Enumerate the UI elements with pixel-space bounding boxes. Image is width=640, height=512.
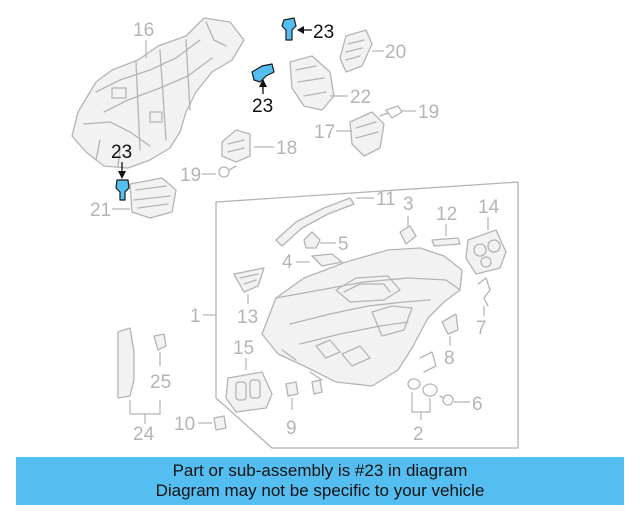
callout-23-middle: 23 (252, 96, 273, 117)
part-12-strip (431, 237, 461, 247)
callout-10: 10 (174, 414, 195, 435)
part-3-bracket (399, 225, 417, 245)
banner-line-1: Part or sub-assembly is #23 in diagram (172, 461, 468, 480)
callout-19-upper: 19 (418, 102, 439, 123)
callout-23-left: 23 (111, 142, 132, 163)
parts-diagram: 16 21 23 23 23 20 22 19 (71, 17, 519, 449)
part-11-trim-strip (275, 197, 355, 247)
part-25-clip (153, 333, 167, 351)
callout-8: 8 (444, 348, 455, 369)
callout-4: 4 (282, 252, 293, 273)
callout-22: 22 (350, 87, 371, 108)
callout-19-lower: 19 (180, 165, 201, 186)
callout-14: 14 (478, 197, 500, 218)
callout-21: 21 (90, 200, 111, 221)
part-16-reinforcement-frame (71, 17, 245, 169)
part-9-clips (285, 379, 323, 397)
callout-1: 1 (190, 306, 201, 327)
part-1-box-outline (215, 181, 519, 449)
part-5-clip (303, 231, 321, 249)
part-21-bracket (129, 177, 177, 219)
part-19-screw-upper (379, 105, 403, 119)
callout-24: 24 (133, 424, 155, 445)
part-15-switch-bezel (225, 371, 273, 413)
callout-20: 20 (385, 42, 406, 63)
callout-16: 16 (133, 20, 154, 41)
info-banner: Part or sub-assembly is #23 in diagram D… (16, 457, 624, 505)
banner-line-2: Diagram may not be specific to your vehi… (155, 481, 485, 500)
callout-9: 9 (286, 418, 297, 439)
callout-7: 7 (476, 318, 487, 339)
callout-3: 3 (403, 194, 414, 215)
callout-13: 13 (237, 307, 258, 328)
callout-2: 2 (413, 424, 424, 445)
callout-15: 15 (233, 338, 254, 359)
part-19-screw-lower (218, 165, 237, 178)
part-17-bracket (349, 111, 385, 157)
part-10-clip (213, 415, 227, 431)
part-14-switch-panel (465, 229, 507, 275)
callout-17: 17 (314, 122, 335, 143)
callout-5: 5 (338, 234, 349, 255)
part-8-bracket (441, 313, 459, 335)
part-20-vent (339, 29, 373, 73)
part-13-corner-trim (233, 267, 265, 293)
part-4-trim (311, 253, 343, 267)
part-6-screw (439, 394, 454, 406)
callout-12: 12 (436, 204, 457, 225)
callout-18: 18 (276, 138, 297, 159)
part-1-instrument-panel (261, 247, 463, 387)
callout-23-top: 23 (313, 22, 334, 43)
callout-11: 11 (376, 189, 396, 210)
callout-6: 6 (472, 394, 483, 415)
part-23-clip-middle (251, 63, 275, 83)
callout-25: 25 (150, 372, 171, 393)
part-18-bracket (221, 129, 251, 163)
part-24-side-cover (117, 327, 135, 399)
part-23-clip-left (115, 179, 130, 201)
part-22-duct (289, 55, 335, 111)
part-8-bracket-lower (419, 351, 437, 373)
part-23-clip-top (281, 17, 297, 41)
part-7-clip (477, 277, 491, 307)
part-2-grommets (407, 378, 438, 397)
